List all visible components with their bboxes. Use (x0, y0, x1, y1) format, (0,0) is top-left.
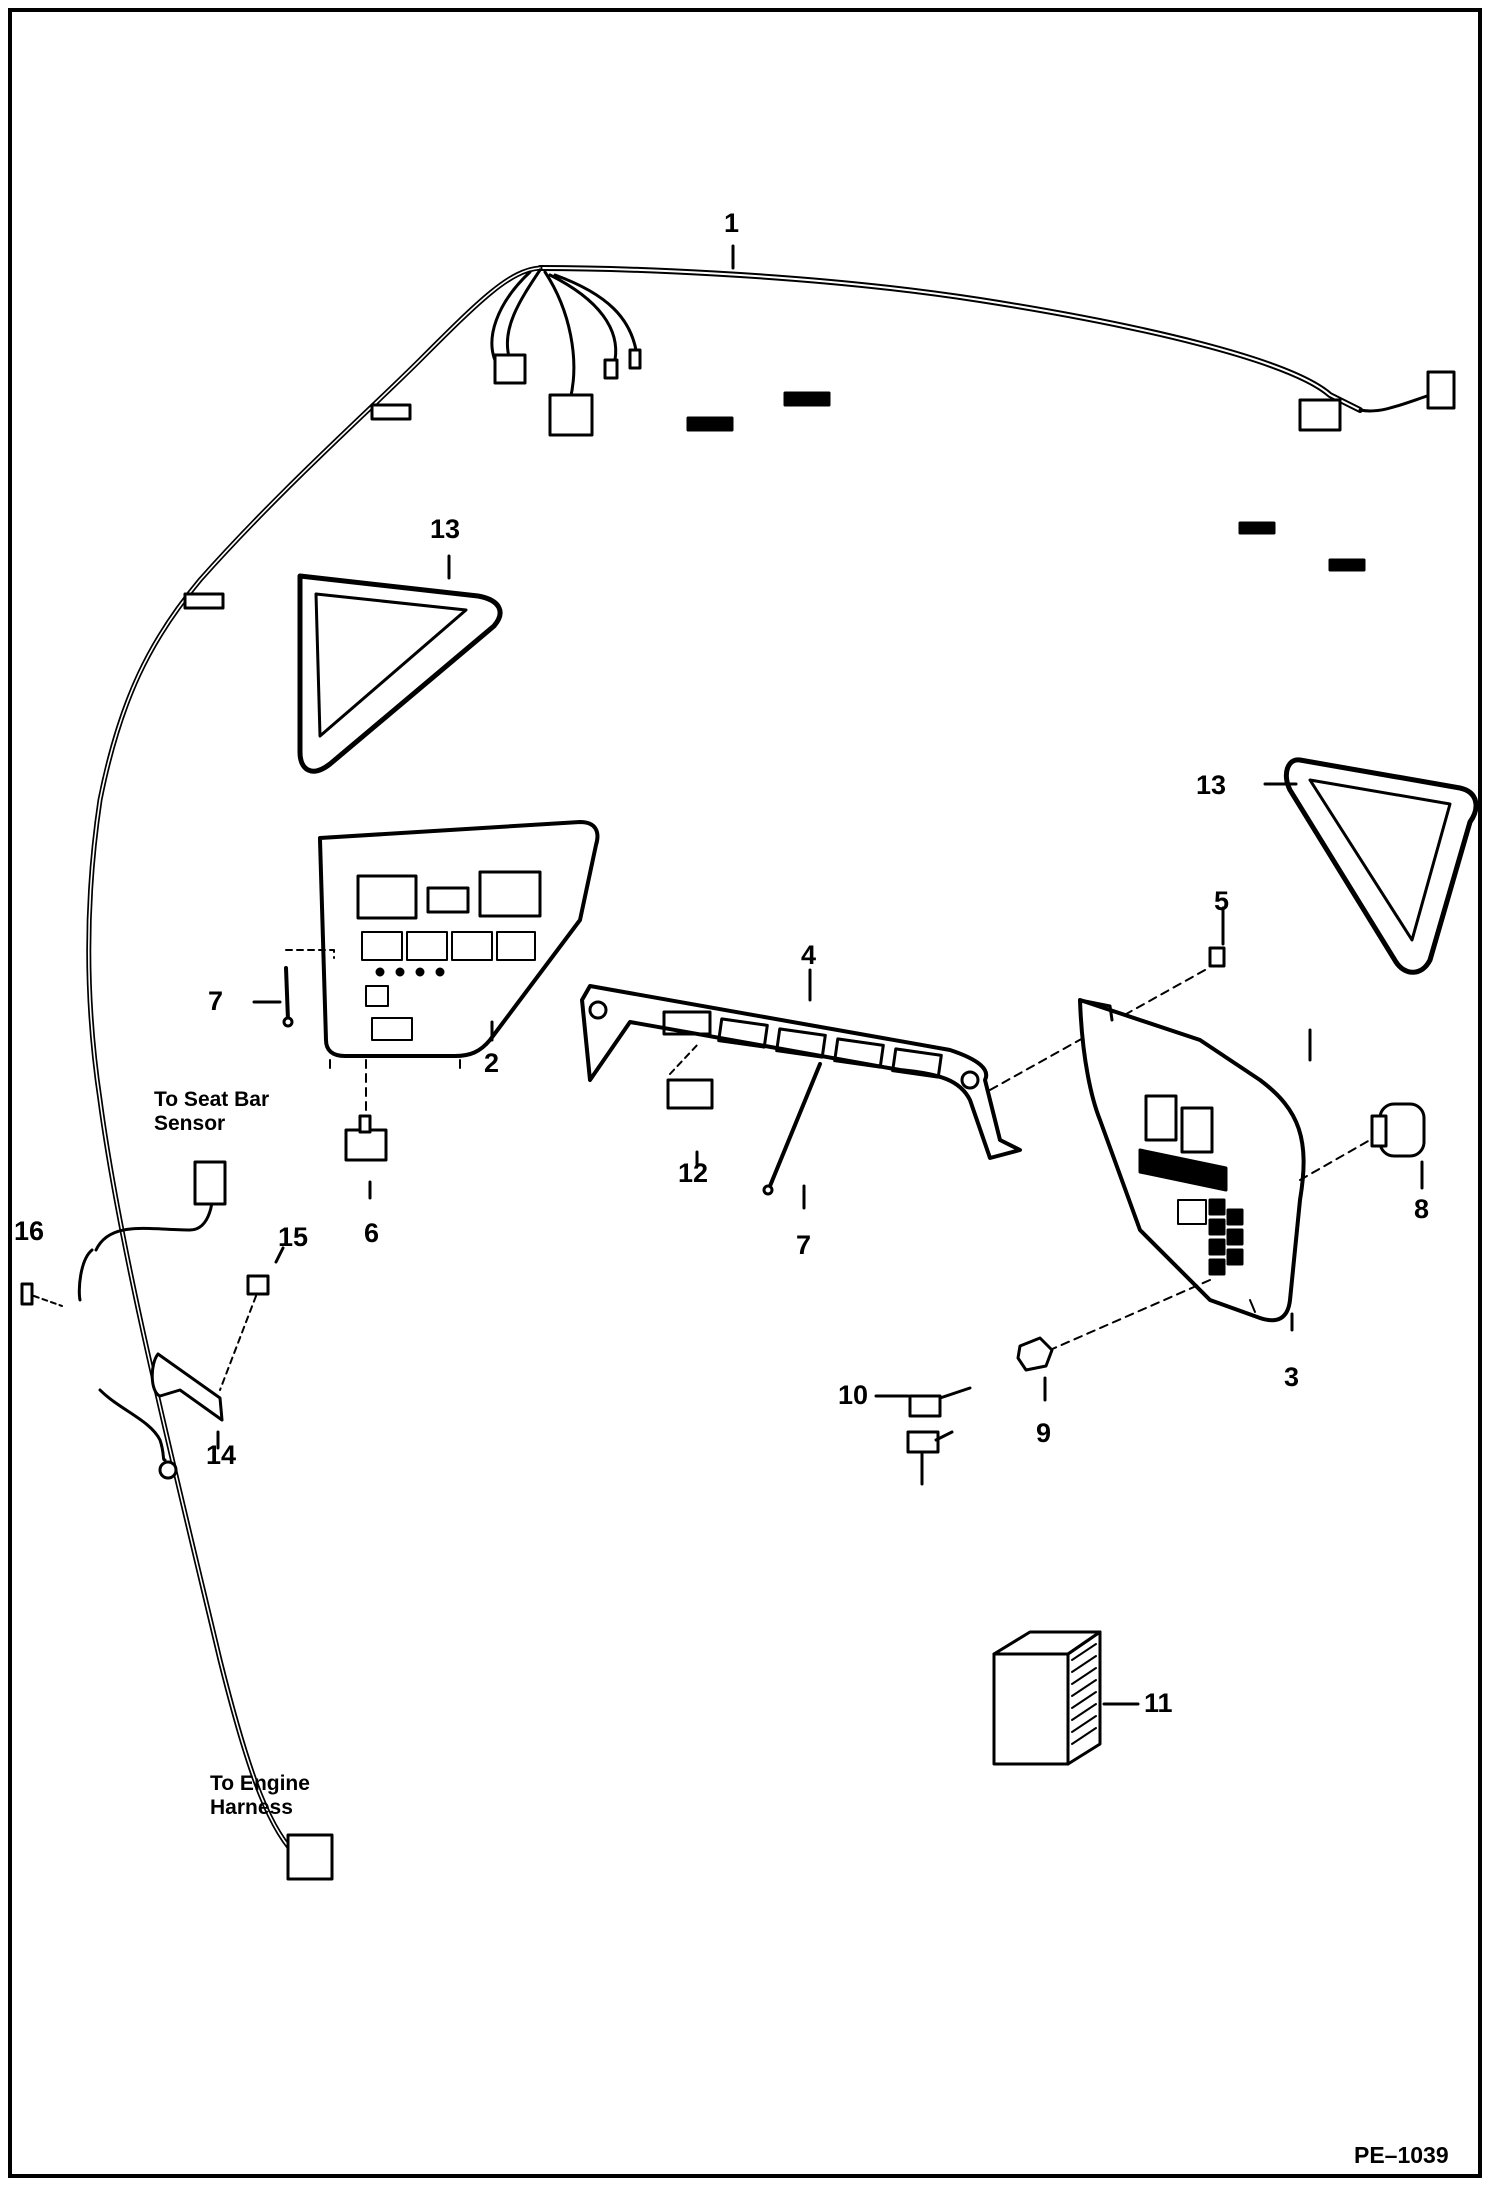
part-5-screw (989, 946, 1226, 1091)
note-seat-bar-sensor: To Seat Bar Sensor (154, 1088, 270, 1136)
ground-branch (98, 1388, 167, 1462)
harness-left-run (86, 265, 543, 1863)
part-6-knob (344, 1059, 388, 1162)
callout-13a: 13 (430, 514, 461, 544)
connector-right-b (1426, 370, 1456, 410)
left-panel (318, 820, 600, 1069)
clip-top-1 (686, 416, 734, 432)
part-7-screws (282, 949, 822, 1196)
harness-left-run-inner (87, 267, 541, 1861)
harness-clip-b (183, 592, 225, 610)
callout-6: 6 (364, 1218, 380, 1248)
callout-3: 3 (1284, 1362, 1300, 1392)
callout-7b: 7 (796, 1230, 812, 1260)
callout-11: 11 (1144, 1688, 1173, 1718)
gasket-left (297, 573, 503, 774)
part-16-terminal (20, 1282, 63, 1307)
callout-13b: 13 (1196, 770, 1227, 800)
connector-top-a (493, 353, 527, 385)
connector-top-c (603, 358, 619, 380)
connector-top-b (548, 393, 594, 437)
harness-branch-c (548, 273, 618, 362)
seat-bar-connector (193, 1160, 227, 1206)
callout-2: 2 (484, 1048, 500, 1078)
part-15-bolt (219, 1274, 270, 1391)
branch-16 (77, 1248, 94, 1302)
callout-7a: 7 (208, 986, 224, 1016)
diagram-code: PE–1039 (1354, 2142, 1449, 2168)
callout-15: 15 (278, 1222, 309, 1252)
harness-connectors (183, 348, 1456, 1881)
harness-branch-d (553, 273, 638, 352)
callout-5: 5 (1214, 886, 1230, 916)
callout-9: 9 (1036, 1418, 1052, 1448)
part-9-nut (1016, 1279, 1211, 1372)
callout-1: 1 (724, 208, 740, 238)
gasket-right (1283, 757, 1479, 975)
harness-trunk-inner (539, 267, 1361, 411)
callout-16: 16 (14, 1216, 45, 1246)
harness-branch-a (505, 268, 542, 362)
part-14-bracket (150, 1352, 224, 1480)
wire-harness (77, 265, 1432, 1863)
harness-right-branch (1358, 393, 1432, 413)
right-panel (1078, 998, 1306, 1323)
engine-harness-connector (286, 1833, 334, 1881)
clip-right-1 (1238, 521, 1276, 535)
callout-8: 8 (1414, 1194, 1430, 1224)
part-11-decal-kit (992, 1630, 1102, 1766)
part-10-keys (906, 1386, 972, 1486)
callout-12: 12 (678, 1158, 709, 1188)
callout-14: 14 (206, 1440, 237, 1470)
center-bar (580, 984, 1022, 1160)
callout-10: 10 (838, 1380, 869, 1410)
harness-trunk (537, 265, 1363, 413)
connector-top-d (628, 348, 642, 370)
connector-right-a (1298, 398, 1342, 432)
harness-clip-a (370, 403, 412, 421)
note-engine-harness: To Engine Harness (210, 1772, 310, 1820)
clip-top-2 (783, 391, 831, 407)
callout-4: 4 (801, 940, 817, 970)
harness-branch-b (543, 270, 576, 402)
part-8-knob (1299, 1102, 1426, 1181)
clip-right-2 (1328, 558, 1366, 572)
callout-leaders (216, 244, 1424, 1706)
part-12-lens (666, 1041, 714, 1110)
